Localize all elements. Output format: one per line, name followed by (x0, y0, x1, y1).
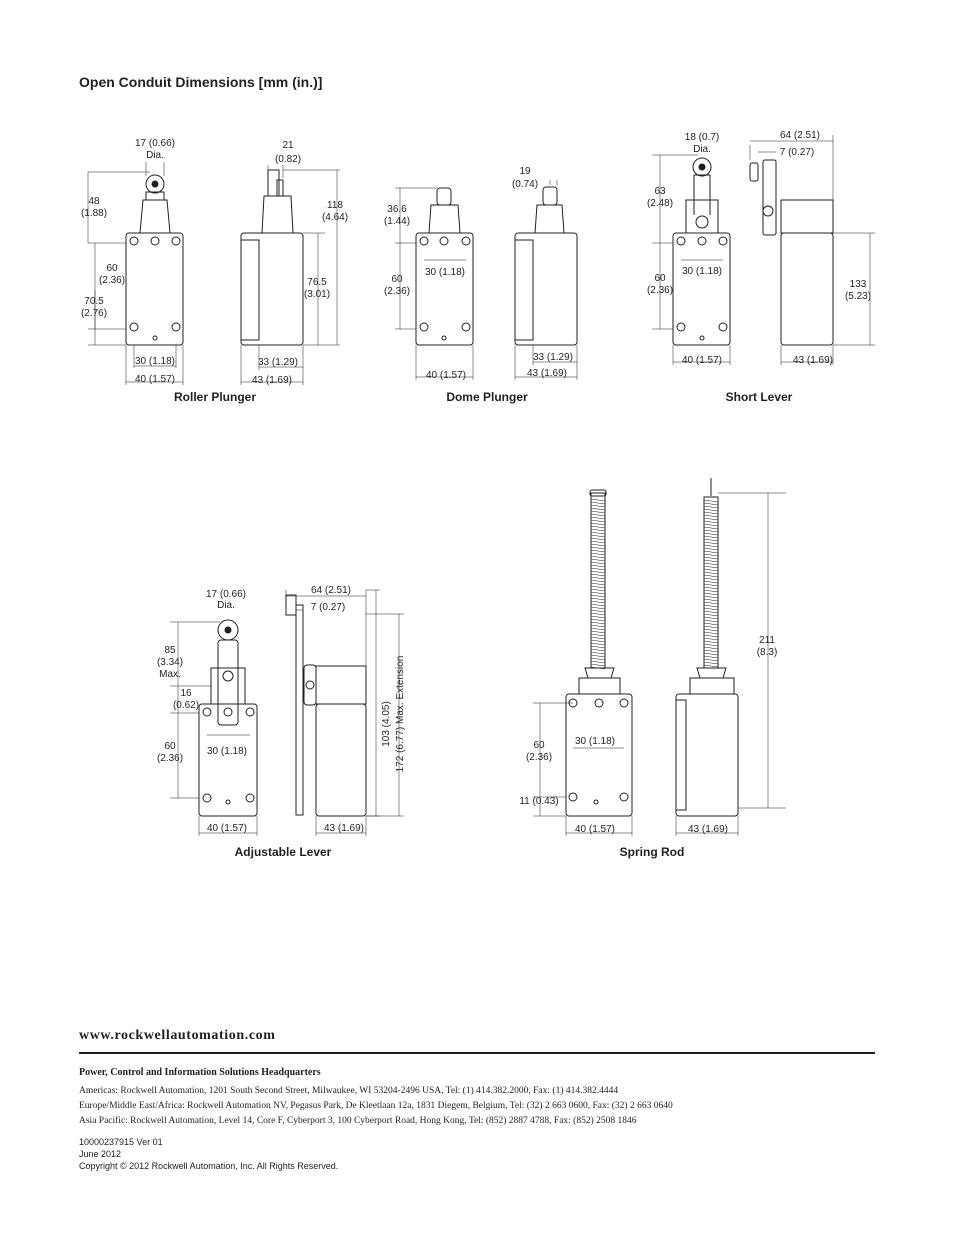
adjustable-7-label: 7 (0.27) (311, 602, 345, 613)
dome-60-inch-label: (2.36) (384, 286, 410, 297)
spring-dimension-lines (533, 492, 786, 836)
short-7-label: 7 (0.27) (780, 147, 814, 158)
roller-dia-label: 17 (0.66) (135, 138, 175, 149)
roller-118-inch-label: (4.64) (322, 212, 348, 223)
adjustable-60-inch-label: (2.36) (157, 753, 183, 764)
roller-48-label: 48 (88, 196, 100, 207)
roller-dimension-lines (87, 162, 340, 385)
adjustable-85-max-label: Max. (159, 669, 181, 680)
spring-211-inch-label: (8.3) (757, 647, 778, 658)
roller-118-label: 118 (327, 200, 343, 211)
footer-copyright: Copyright © 2012 Rockwell Automation, In… (79, 1161, 339, 1171)
dome-33-label: 33 (1.29) (533, 352, 573, 363)
adjustable-lever-front-view (198, 619, 258, 817)
adjustable-60-label: 60 (164, 741, 176, 752)
footer-divider (79, 1052, 875, 1054)
adjustable-dia-label: 17 (0.66) (206, 589, 246, 600)
spring-60-label: 60 (533, 740, 545, 751)
dome-40-label: 40 (1.57) (426, 370, 466, 381)
roller-43-label: 43 (1.69) (252, 375, 292, 386)
dome-36-6-label: 36.6 (387, 204, 407, 215)
short-dia-label: 18 (0.7) (685, 132, 719, 143)
adjustable-lever-side-view (285, 594, 367, 817)
spring-coils (590, 498, 719, 670)
roller-plunger-front-view (125, 174, 184, 346)
footer-date: June 2012 (79, 1149, 122, 1159)
dome-19-label: 19 (519, 166, 531, 177)
caption-short-lever: Short Lever (726, 390, 793, 404)
dome-30-label: 30 (1.18) (425, 267, 465, 278)
roller-40-label: 40 (1.57) (135, 374, 175, 385)
short-43-label: 43 (1.69) (793, 355, 833, 366)
roller-60-inch-label: (2.36) (99, 275, 125, 286)
dome-43-label: 43 (1.69) (527, 368, 567, 379)
footer-americas: Americas: Rockwell Automation, 1201 Sout… (79, 1086, 619, 1096)
adjustable-85-inch-label: (3.34) (157, 657, 183, 668)
roller-21-label: 21 (282, 140, 294, 151)
short-lever-front-view (672, 157, 731, 346)
short-60-inch-label: (2.36) (647, 285, 673, 296)
caption-roller-plunger: Roller Plunger (174, 390, 256, 404)
adjustable-16-inch-label: (0.62) (173, 700, 199, 711)
dome-plunger-side-view (514, 186, 578, 346)
adjustable-172-label: 172 (6.77) Max. Extension (395, 656, 406, 773)
adjustable-16-label: 16 (180, 688, 192, 699)
page-title: Open Conduit Dimensions [mm (in.)] (79, 74, 323, 90)
short-63-label: 63 (654, 186, 666, 197)
adjustable-dimension-lines (170, 589, 404, 836)
roller-21-inch-label: (0.82) (275, 154, 301, 165)
spring-40-label: 40 (1.57) (575, 824, 615, 835)
short-lever-dimension-lines (652, 135, 875, 365)
short-63-inch-label: (2.48) (647, 198, 673, 209)
roller-dia-suffix: Dia. (146, 150, 164, 161)
short-30-label: 30 (1.18) (682, 266, 722, 277)
roller-70-5-label: 70.5 (84, 296, 104, 307)
footer-document-number: 10000237915 Ver 01 (79, 1137, 163, 1147)
short-dia-suffix: Dia. (693, 144, 711, 155)
short-133-label: 133 (850, 279, 867, 290)
spring-11-label: 11 (0.43) (519, 796, 558, 807)
spring-rod-side-view (675, 478, 739, 817)
dome-60-label: 60 (391, 274, 403, 285)
caption-dome-plunger: Dome Plunger (446, 390, 528, 404)
short-64-label: 64 (2.51) (780, 130, 820, 141)
adjustable-dia-suffix: Dia. (217, 600, 235, 611)
short-133-inch-label: (5.23) (845, 291, 871, 302)
adjustable-85-label: 85 (164, 645, 176, 656)
adjustable-64-label: 64 (2.51) (311, 585, 351, 596)
dimension-drawings: 17 (0.66) Dia. 48 (1.88) 60 (2.36) 70.5 … (81, 130, 875, 859)
caption-adjustable-lever: Adjustable Lever (235, 845, 332, 859)
adjustable-40-label: 40 (1.57) (207, 823, 247, 834)
spring-43-label: 43 (1.69) (688, 824, 728, 835)
adjustable-30-label: 30 (1.18) (207, 746, 247, 757)
spring-30-label: 30 (1.18) (575, 736, 615, 747)
roller-30-label: 30 (1.18) (135, 356, 175, 367)
dome-36-6-inch-label: (1.44) (384, 216, 410, 227)
dome-plunger-front-view (415, 187, 474, 346)
roller-plunger-side-view (240, 169, 304, 346)
roller-60-label: 60 (106, 263, 118, 274)
footer-europe: Europe/Middle East/Africa: Rockwell Auto… (79, 1101, 673, 1111)
roller-76-5-inch-label: (3.01) (304, 289, 330, 300)
roller-33-label: 33 (1.29) (258, 357, 298, 368)
short-60-label: 60 (654, 273, 666, 284)
spring-60-inch-label: (2.36) (526, 752, 552, 763)
spring-211-label: 211 (759, 635, 775, 646)
roller-76-5-label: 76.5 (307, 277, 327, 288)
footer-asia: Asia Pacific: Rockwell Automation, Level… (79, 1116, 637, 1126)
dome-dimension-lines (395, 180, 578, 380)
short-40-label: 40 (1.57) (682, 355, 722, 366)
adjustable-103-label: 103 (4.05) (381, 701, 392, 747)
footer-url[interactable]: www.rockwellautomation.com (79, 1028, 276, 1043)
roller-48-inch-label: (1.88) (81, 208, 107, 219)
dome-19-inch-label: (0.74) (512, 179, 538, 190)
caption-spring-rod: Spring Rod (620, 845, 685, 859)
roller-70-5-inch-label: (2.76) (81, 308, 107, 319)
short-lever-side-view (749, 159, 834, 346)
adjustable-43-label: 43 (1.69) (324, 823, 364, 834)
footer-headquarters: Power, Control and Information Solutions… (79, 1067, 321, 1078)
